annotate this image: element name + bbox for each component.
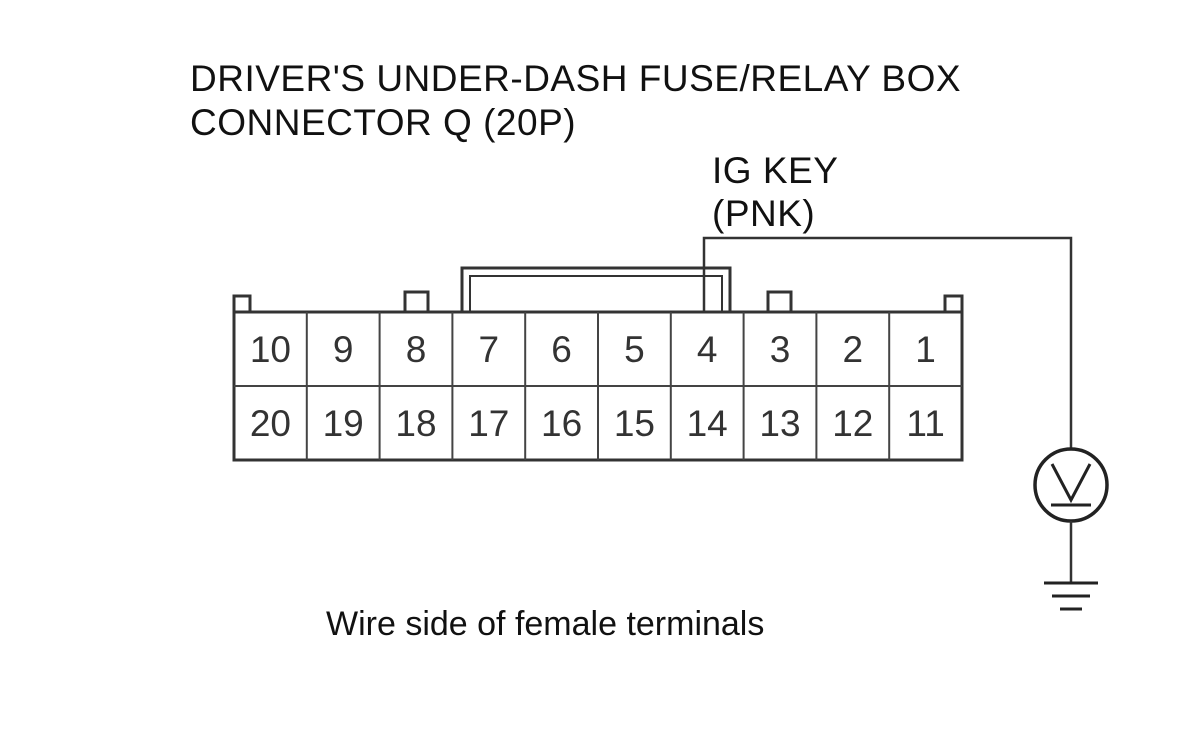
pin-grid	[234, 310, 962, 460]
pin-4: 4	[697, 329, 718, 370]
pin-18: 18	[395, 403, 436, 444]
pin-5: 5	[624, 329, 645, 370]
pin-9: 9	[333, 329, 354, 370]
title-line-2: CONNECTOR Q (20P)	[190, 102, 577, 143]
ground-icon	[1044, 581, 1098, 611]
caption: Wire side of female terminals	[326, 605, 765, 643]
pin-11: 11	[906, 403, 944, 444]
title-line-1: DRIVER'S UNDER-DASH FUSE/RELAY BOX	[190, 58, 962, 99]
pin-1: 1	[915, 329, 936, 370]
pin-19: 19	[323, 403, 364, 444]
pin-7: 7	[479, 329, 500, 370]
pin-3: 3	[770, 329, 791, 370]
pin-13: 13	[759, 403, 800, 444]
ig-key-wire	[702, 236, 1073, 450]
pin-16: 16	[541, 403, 582, 444]
voltmeter-icon	[1033, 447, 1109, 523]
pin-14: 14	[687, 403, 728, 444]
pin-12: 12	[832, 403, 873, 444]
pin-20: 20	[250, 403, 291, 444]
pin-17: 17	[468, 403, 509, 444]
connector-latch	[469, 275, 723, 312]
wire-label-color: (PNK)	[712, 193, 816, 234]
pin-10: 10	[250, 329, 291, 370]
pin-15: 15	[614, 403, 655, 444]
pin-6: 6	[551, 329, 572, 370]
pin-8: 8	[406, 329, 427, 370]
wire-label-name: IG KEY	[712, 150, 839, 191]
pin-2: 2	[843, 329, 864, 370]
